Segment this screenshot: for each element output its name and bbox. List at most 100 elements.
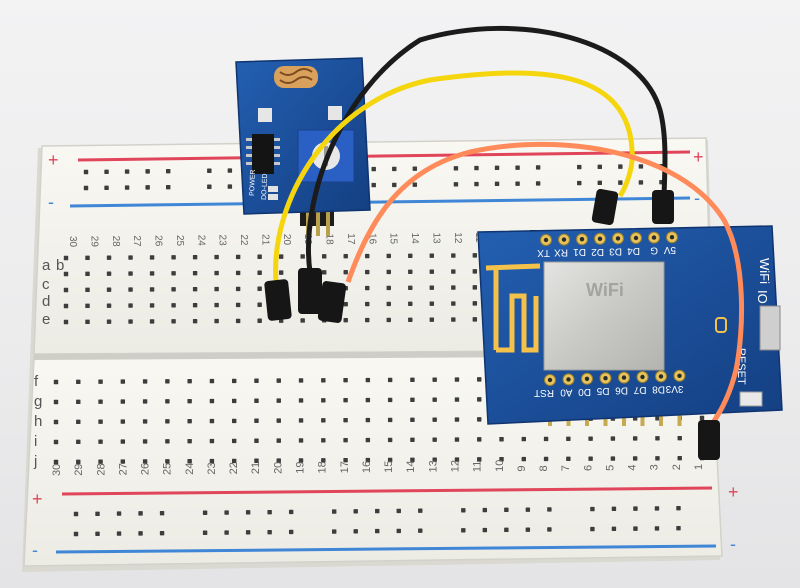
row-letter: j — [33, 453, 37, 470]
breadboard-hole — [451, 317, 456, 322]
column-number: 14 — [409, 233, 420, 245]
breadboard-hole — [365, 417, 371, 423]
breadboard-hole — [386, 301, 391, 307]
rail-minus-sign: - — [694, 188, 700, 208]
breadboard-hole — [120, 459, 126, 464]
breadboard-hole — [298, 398, 304, 403]
column-number: 10 — [494, 460, 506, 472]
column-number: 13 — [427, 460, 439, 472]
breadboard-hole — [343, 254, 348, 259]
breadboard-hole — [588, 456, 593, 461]
breadboard-hole — [98, 379, 103, 384]
breadboard-hole — [454, 437, 460, 442]
breadboard-hole — [298, 438, 304, 443]
breadboard-hole — [494, 165, 500, 171]
breadboard-hole — [187, 418, 192, 424]
reset-button[interactable] — [739, 391, 763, 407]
column-number: 26 — [153, 235, 164, 247]
breadboard-hole — [365, 285, 370, 291]
row-letters-bottom: f g h i j — [33, 373, 42, 470]
breadboard-hole — [321, 398, 326, 403]
breadboard-hole — [235, 302, 241, 308]
breadboard-hole — [408, 269, 413, 274]
orange-wire[interactable] — [345, 141, 745, 426]
breadboard-hole — [192, 286, 198, 292]
breadboard-hole — [699, 415, 705, 421]
breadboard-hole — [257, 254, 262, 259]
pin-label: RST — [534, 387, 554, 398]
breadboard-hole — [76, 399, 81, 405]
breadboard-hole — [453, 166, 459, 171]
column-number: 19 — [295, 461, 307, 473]
breadboard-hole — [76, 379, 81, 385]
breadboard-hole — [192, 302, 198, 308]
breadboard-hole — [412, 182, 418, 187]
breadboard-hole — [232, 458, 237, 464]
breadboard-hole — [410, 417, 415, 422]
pin-label: TX — [537, 247, 550, 258]
breadboard-hole — [85, 319, 90, 325]
breadboard-hole — [655, 456, 660, 461]
breadboard-hole — [429, 269, 434, 274]
breadboard-hole — [145, 169, 150, 174]
breadboard-hole — [676, 506, 681, 511]
column-number: 5 — [604, 465, 616, 471]
row-letter: e — [42, 311, 50, 328]
breadboard-hole — [257, 318, 262, 323]
breadboard-hole — [73, 511, 79, 517]
black-wire[interactable] — [306, 25, 668, 273]
column-number: 18 — [324, 234, 335, 246]
breadboard-hole — [106, 271, 112, 276]
pin-label: D4 — [627, 245, 640, 256]
breadboard-hole — [209, 458, 215, 464]
breadboard-hole — [321, 458, 326, 463]
breadboard-hole — [365, 269, 370, 275]
breadboard-hole — [149, 271, 155, 276]
column-number: 6 — [582, 465, 594, 471]
breadboard-hole — [227, 168, 233, 173]
breadboard-hole — [371, 166, 376, 172]
pin-label: RX — [554, 247, 568, 258]
breadboard-hole — [254, 378, 259, 383]
breadboard-hole — [276, 438, 281, 443]
jumper-wires — [264, 25, 745, 460]
breadboard-hole — [418, 528, 423, 533]
antenna-trace — [485, 263, 541, 353]
breadboard-hole — [257, 270, 262, 275]
breadboard-hole — [365, 317, 370, 323]
breadboard-hole — [166, 184, 171, 190]
breadboard-hole — [63, 271, 69, 277]
breadboard-hole — [288, 509, 294, 515]
comparator-chip — [252, 134, 274, 174]
breadboard-hole — [477, 457, 482, 462]
column-number: 17 — [339, 461, 351, 473]
breadboard-hole — [432, 397, 437, 402]
breadboard-hole — [343, 398, 348, 403]
breadboard-hole — [632, 436, 638, 441]
column-number: 28 — [95, 463, 107, 475]
breadboard-hole — [232, 438, 237, 444]
usb-port[interactable] — [759, 305, 781, 351]
breadboard-hole — [128, 271, 133, 276]
breadboard-hole — [149, 287, 155, 292]
breadboard-hole — [597, 180, 602, 186]
breadboard-hole — [375, 508, 380, 514]
breadboard-hole — [98, 399, 103, 404]
column-number: 25 — [162, 463, 174, 475]
wire-connector — [591, 188, 619, 226]
column-number: 7 — [560, 465, 572, 471]
breadboard-hole — [461, 528, 466, 533]
breadboard-hole — [145, 185, 150, 190]
breadboard-hole — [95, 511, 100, 516]
pin-label: A0 — [560, 386, 573, 397]
breadboard-hole — [235, 270, 241, 276]
breadboard-hole — [149, 319, 155, 324]
breadboard-hole — [365, 377, 371, 383]
breadboard-hole — [254, 418, 259, 423]
breadboard-hole — [410, 437, 415, 442]
breadboard-hole — [535, 181, 541, 186]
breadboard-hole — [655, 436, 660, 441]
column-number: 25 — [174, 235, 185, 247]
breadboard-hole — [76, 439, 81, 445]
